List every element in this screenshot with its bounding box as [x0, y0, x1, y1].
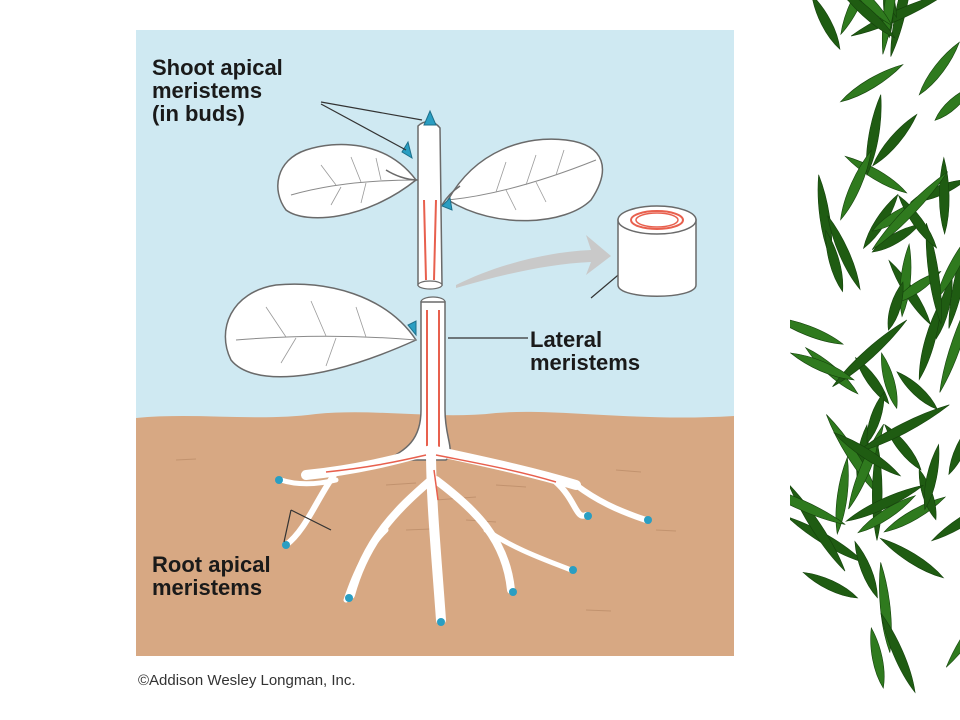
bamboo-leaf — [840, 149, 872, 221]
root-system — [278, 445, 649, 625]
bamboo-leaf — [939, 156, 950, 235]
plant-meristem-diagram — [136, 30, 734, 656]
root-apical-meristems-label: Root apical meristems — [152, 553, 352, 599]
bamboo-leaf — [836, 0, 896, 39]
bamboo-leaf — [930, 495, 960, 542]
bamboo-leaf — [935, 228, 960, 301]
root-apical-meristems — [275, 476, 652, 626]
bamboo-leaf — [887, 281, 904, 331]
bamboo-leaf — [839, 64, 904, 103]
bamboo-leaf — [825, 229, 844, 293]
bamboo-leaf — [827, 215, 861, 291]
bamboo-leaf — [934, 86, 960, 121]
bamboo-leaf — [854, 356, 890, 405]
root-red-vasculature — [325, 454, 557, 501]
leaf-upper-right — [446, 138, 604, 222]
bamboo-leaf — [880, 612, 916, 694]
bamboo-leaf — [879, 537, 945, 579]
leaf-upper-left — [277, 143, 418, 219]
shoot-apical-meristem-top — [423, 109, 437, 126]
bamboo-leaf — [939, 288, 960, 393]
bamboo-leaf — [790, 0, 851, 2]
bamboo-leaf — [863, 193, 899, 250]
cross-section-arrow — [456, 235, 611, 288]
bamboo-leaf — [872, 113, 918, 167]
bamboo-leaf — [857, 495, 917, 534]
root-label-line-1: Root apical — [152, 552, 271, 577]
lower-stem — [385, 296, 451, 461]
bamboo-leaf — [866, 391, 885, 444]
bamboo-leaf — [811, 0, 841, 50]
stem-cross-section-icon — [617, 205, 697, 297]
bamboo-leaf — [890, 0, 914, 57]
bamboo-leaf — [857, 404, 950, 453]
bamboo-leaf — [832, 319, 908, 387]
lateral-label-line-2: meristems — [530, 350, 641, 375]
shoot-label-line-3: (in buds) — [152, 101, 245, 126]
bamboo-leaves-icon — [790, 0, 960, 694]
bamboo-leaf — [945, 583, 960, 668]
bamboo-leaf — [835, 457, 849, 535]
bamboo-leaf — [870, 626, 885, 689]
lateral-label-line-1: Lateral — [530, 327, 603, 352]
bamboo-leaf — [881, 352, 898, 410]
bamboo-leaf — [923, 443, 940, 511]
bamboo-leaf — [790, 316, 845, 345]
root-label-line-2: meristems — [152, 575, 263, 600]
bamboo-leaf — [892, 270, 942, 304]
bamboo-leaf — [918, 41, 960, 96]
bamboo-leaf — [833, 432, 902, 477]
shoot-apical-meristem-side — [401, 140, 413, 160]
copyright-notice: ©Addison Wesley Longman, Inc. — [138, 672, 356, 689]
bamboo-leaf — [925, 223, 942, 325]
bamboo-leaf — [896, 371, 938, 410]
shoot-apical-meristems-label: Shoot apical meristems (in buds) — [152, 56, 352, 125]
bamboo-leaf — [854, 540, 878, 599]
bamboo-leaf — [948, 419, 960, 476]
bamboo-leaf — [790, 352, 855, 381]
bamboo-leaf — [790, 483, 846, 525]
shoot-label-line-2: meristems — [152, 78, 263, 103]
lateral-meristems-label: Lateral meristems — [530, 328, 730, 374]
shoot-label-line-1: Shoot apical — [152, 55, 283, 80]
axillary-bud-right — [441, 196, 453, 211]
leaf-lower-left — [224, 283, 418, 378]
bamboo-leaf — [845, 484, 924, 522]
bamboo-leaf — [871, 171, 948, 250]
bamboo-leaf — [802, 571, 859, 599]
lower-axillary-bud — [407, 320, 417, 337]
